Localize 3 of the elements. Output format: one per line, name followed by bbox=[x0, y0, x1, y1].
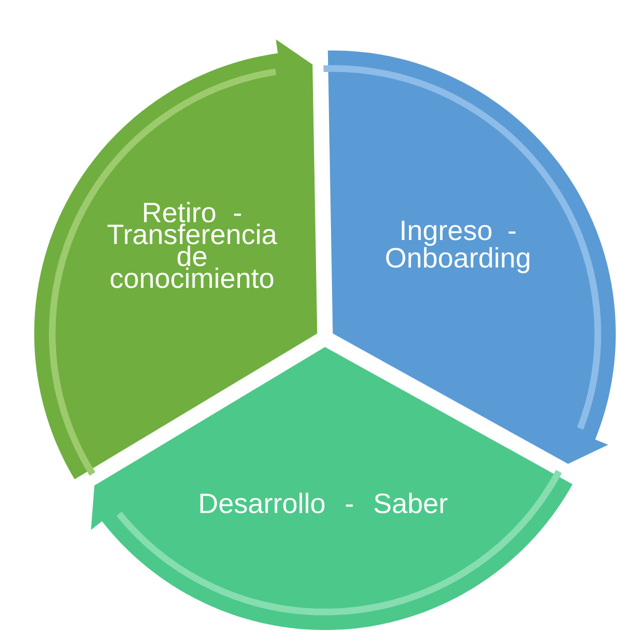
cycle-segment: Retiro - Transferencia de conocimiento bbox=[34, 39, 318, 480]
cycle-segment: Ingreso - Onboarding bbox=[324, 50, 616, 464]
cycle-segment: Desarrollo - Saber bbox=[90, 347, 573, 630]
